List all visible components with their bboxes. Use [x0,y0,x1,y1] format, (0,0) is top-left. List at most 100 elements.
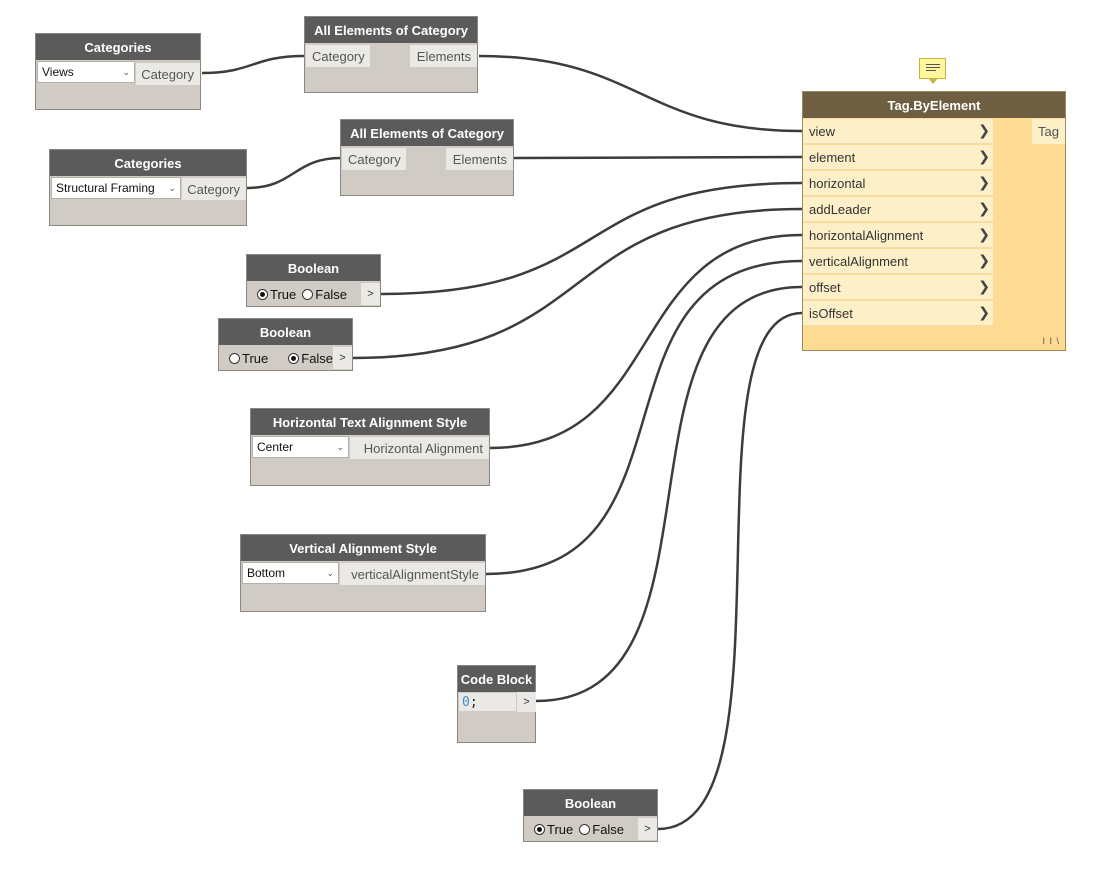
boolean-node-2[interactable]: Boolean True False > [218,318,353,371]
input-port-horizontal[interactable]: horizontal ❯ [803,171,993,196]
radio-checked-icon [288,352,300,364]
category-dropdown[interactable]: Structural Framing ⌄ [51,177,181,199]
chevron-down-icon: ⌄ [122,66,130,77]
all-elements-node-2[interactable]: All Elements of Category Category Elemen… [340,119,514,196]
chevron-right-icon: ❯ [978,304,990,320]
node-title: Horizontal Text Alignment Style [251,409,489,435]
wire-framing-category-to-all-elements[interactable] [246,156,342,190]
input-label: offset [809,279,841,295]
category-input-port[interactable]: Category [306,45,370,67]
true-option[interactable]: True [534,822,573,837]
input-port-addleader[interactable]: addLeader ❯ [803,197,993,222]
category-output-port[interactable]: Category [182,178,246,200]
node-title: Vertical Alignment Style [241,535,485,561]
wire-all-elements-to-view[interactable] [478,54,803,133]
chevron-right-icon: ❯ [978,122,990,138]
input-label: isOffset [809,305,853,321]
radio-checked-icon [257,288,268,300]
input-label: addLeader [809,201,872,217]
boolean-node-1[interactable]: Boolean True False > [246,254,381,307]
boolean-toggle[interactable]: True False [534,818,630,840]
boolean-toggle[interactable]: True False [229,347,339,369]
input-port-isoffset[interactable]: isOffset ❯ [803,301,993,326]
wire-code-block-to-offset[interactable] [535,285,803,703]
category-dropdown[interactable]: Views ⌄ [37,61,135,83]
wire-boolean-true-to-isoffset[interactable] [657,311,803,831]
false-label: False [315,286,348,302]
input-label: horizontal [809,175,866,191]
input-label: element [809,149,856,165]
dropdown-value: Views [42,65,74,79]
categories-node-views[interactable]: Categories Views ⌄ Category [35,33,201,110]
true-option[interactable]: True [229,351,268,366]
code-number: 0 [462,694,470,710]
wire-horizontal-alignment-to-input[interactable] [489,233,803,450]
tag-by-element-node[interactable]: Tag.ByElement view ❯ element ❯ horizontal ❯… [802,91,1066,351]
wire-boolean-false-to-addleader[interactable] [352,207,803,360]
alignment-dropdown[interactable]: Bottom ⌄ [242,562,339,584]
code-block-node[interactable]: Code Block 0; > [457,665,536,743]
false-label: False [301,350,334,366]
input-port-element[interactable]: element ❯ [803,145,993,170]
node-title: Categories [50,150,246,176]
chevron-right-icon: ❯ [978,200,990,216]
false-option[interactable]: False [579,822,624,837]
input-label: view [809,123,836,139]
radio-checked-icon [534,823,545,835]
true-label: True [270,286,297,302]
all-elements-node-1[interactable]: All Elements of Category Category Elemen… [304,16,478,93]
true-label: True [242,350,269,366]
code-editor[interactable]: 0; [459,693,516,711]
vertical-alignment-output-port[interactable]: verticalAlignmentStyle [340,563,485,585]
lacing-icon[interactable]: I I \ [1042,336,1060,346]
node-title: Categories [36,34,200,60]
input-label: verticalAlignment [809,253,908,269]
node-title: Tag.ByElement [803,92,1065,118]
node-title: Code Block [458,666,535,692]
wire-views-category-to-all-elements[interactable] [201,54,305,75]
horizontal-alignment-node[interactable]: Horizontal Text Alignment Style Center ⌄… [250,408,490,486]
boolean-output-port[interactable]: > [333,347,352,369]
elements-output-port[interactable]: Elements [446,148,513,170]
dropdown-value: Center [257,440,294,454]
chevron-right-icon: ❯ [978,278,990,294]
code-punctuation: ; [469,694,478,710]
input-port-vertical-alignment[interactable]: verticalAlignment ❯ [803,249,993,274]
code-output-port[interactable]: > [517,692,536,712]
alignment-dropdown[interactable]: Center ⌄ [252,436,349,458]
false-option[interactable]: False [288,351,333,366]
wire-vertical-alignment-to-input[interactable] [485,259,803,576]
note-icon[interactable] [919,58,946,84]
input-port-horizontal-alignment[interactable]: horizontalAlignment❯ [803,223,993,248]
boolean-output-port[interactable]: > [361,283,380,305]
vertical-alignment-node[interactable]: Vertical Alignment Style Bottom ⌄ vertic… [240,534,486,612]
category-input-port[interactable]: Category [342,148,406,170]
horizontal-alignment-output-port[interactable]: Horizontal Alignment [350,437,489,459]
node-title: All Elements of Category [341,120,513,146]
wire-all-elements-to-element[interactable] [513,155,803,160]
node-title: Boolean [247,255,380,281]
chevron-down-icon: ⌄ [326,567,334,578]
true-option[interactable]: True [257,287,296,302]
elements-output-port[interactable]: Elements [410,45,477,67]
boolean-toggle[interactable]: True False [257,283,353,305]
radio-unchecked-icon [302,288,314,300]
wire-boolean-true-to-horizontal[interactable] [380,181,803,296]
false-label: False [592,821,625,837]
chevron-right-icon: ❯ [978,174,990,190]
chevron-down-icon: ⌄ [168,182,176,193]
boolean-output-port[interactable]: > [638,818,657,840]
categories-node-framing[interactable]: Categories Structural Framing ⌄ Category [49,149,247,226]
radio-unchecked-icon [579,823,591,835]
boolean-node-3[interactable]: Boolean True False > [523,789,658,842]
input-port-offset[interactable]: offset ❯ [803,275,993,300]
category-output-port[interactable]: Category [136,63,200,85]
input-label: horizontalAlignment [809,227,924,243]
chevron-right-icon: ❯ [978,148,990,164]
tag-output-port[interactable]: Tag [1032,119,1065,144]
dropdown-value: Structural Framing [56,181,155,195]
false-option[interactable]: False [302,287,347,302]
chevron-right-icon: ❯ [978,252,990,268]
input-port-view[interactable]: view ❯ [803,119,993,144]
